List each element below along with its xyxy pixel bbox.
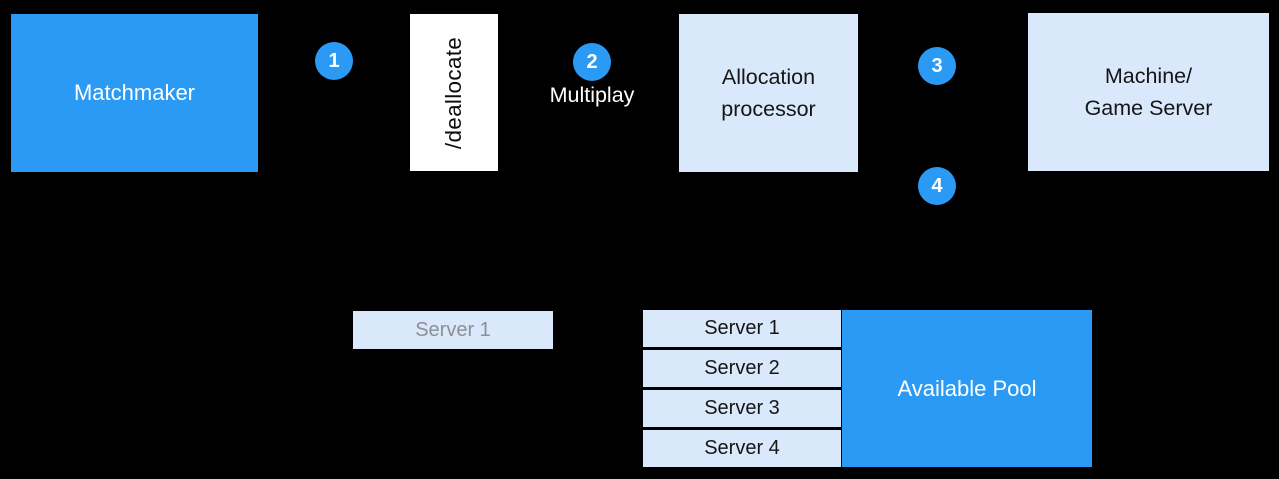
machine-line: Machine/ (1104, 63, 1193, 88)
step-badge-3-number: 3 (931, 54, 943, 77)
step-badge-3: 3 (918, 47, 956, 85)
deallocated-server-box: Server 1 (353, 311, 553, 349)
machine-game-server-node: Machine/ Game Server (1028, 13, 1269, 171)
server-row: Server 4 (643, 429, 841, 467)
deallocated-server-label: Server 1 (415, 318, 491, 341)
server-pool-list: Server 1 Server 2 Server 3 Server 4 (643, 310, 841, 467)
allocation-processor-label: Allocation processor (721, 64, 816, 121)
deallocate-endpoint-label: /deallocate (441, 36, 467, 149)
server-row-label: Server 1 (704, 317, 780, 340)
server-row: Server 3 (643, 389, 841, 428)
step-badge-4: 4 (918, 167, 956, 205)
step-badge-1-number: 1 (328, 49, 340, 72)
matchmaker-label: Matchmaker (73, 80, 196, 106)
game-server-line: Game Server (1084, 96, 1213, 120)
server-row: Server 2 (643, 349, 841, 388)
server-row: Server 1 (643, 310, 841, 348)
server-row-label: Server 4 (704, 436, 780, 459)
matchmaker-node: Matchmaker (11, 14, 258, 172)
machine-game-server-label: Machine/ Game Server (1085, 60, 1213, 125)
available-pool-label: Available Pool (897, 375, 1037, 401)
server-row-label: Server 2 (704, 357, 780, 380)
available-pool-node: Available Pool (842, 310, 1092, 467)
multiplay-label: Multiplay (549, 83, 635, 107)
allocation-processor-node: Allocation processor (679, 14, 858, 172)
step-badge-2: 2 (573, 43, 611, 81)
deallocate-endpoint-node: /deallocate (410, 14, 498, 171)
step-badge-2-number: 2 (586, 50, 598, 73)
server-row-label: Server 3 (704, 396, 780, 419)
step-badge-4-number: 4 (931, 174, 943, 197)
step-badge-1: 1 (315, 42, 353, 80)
